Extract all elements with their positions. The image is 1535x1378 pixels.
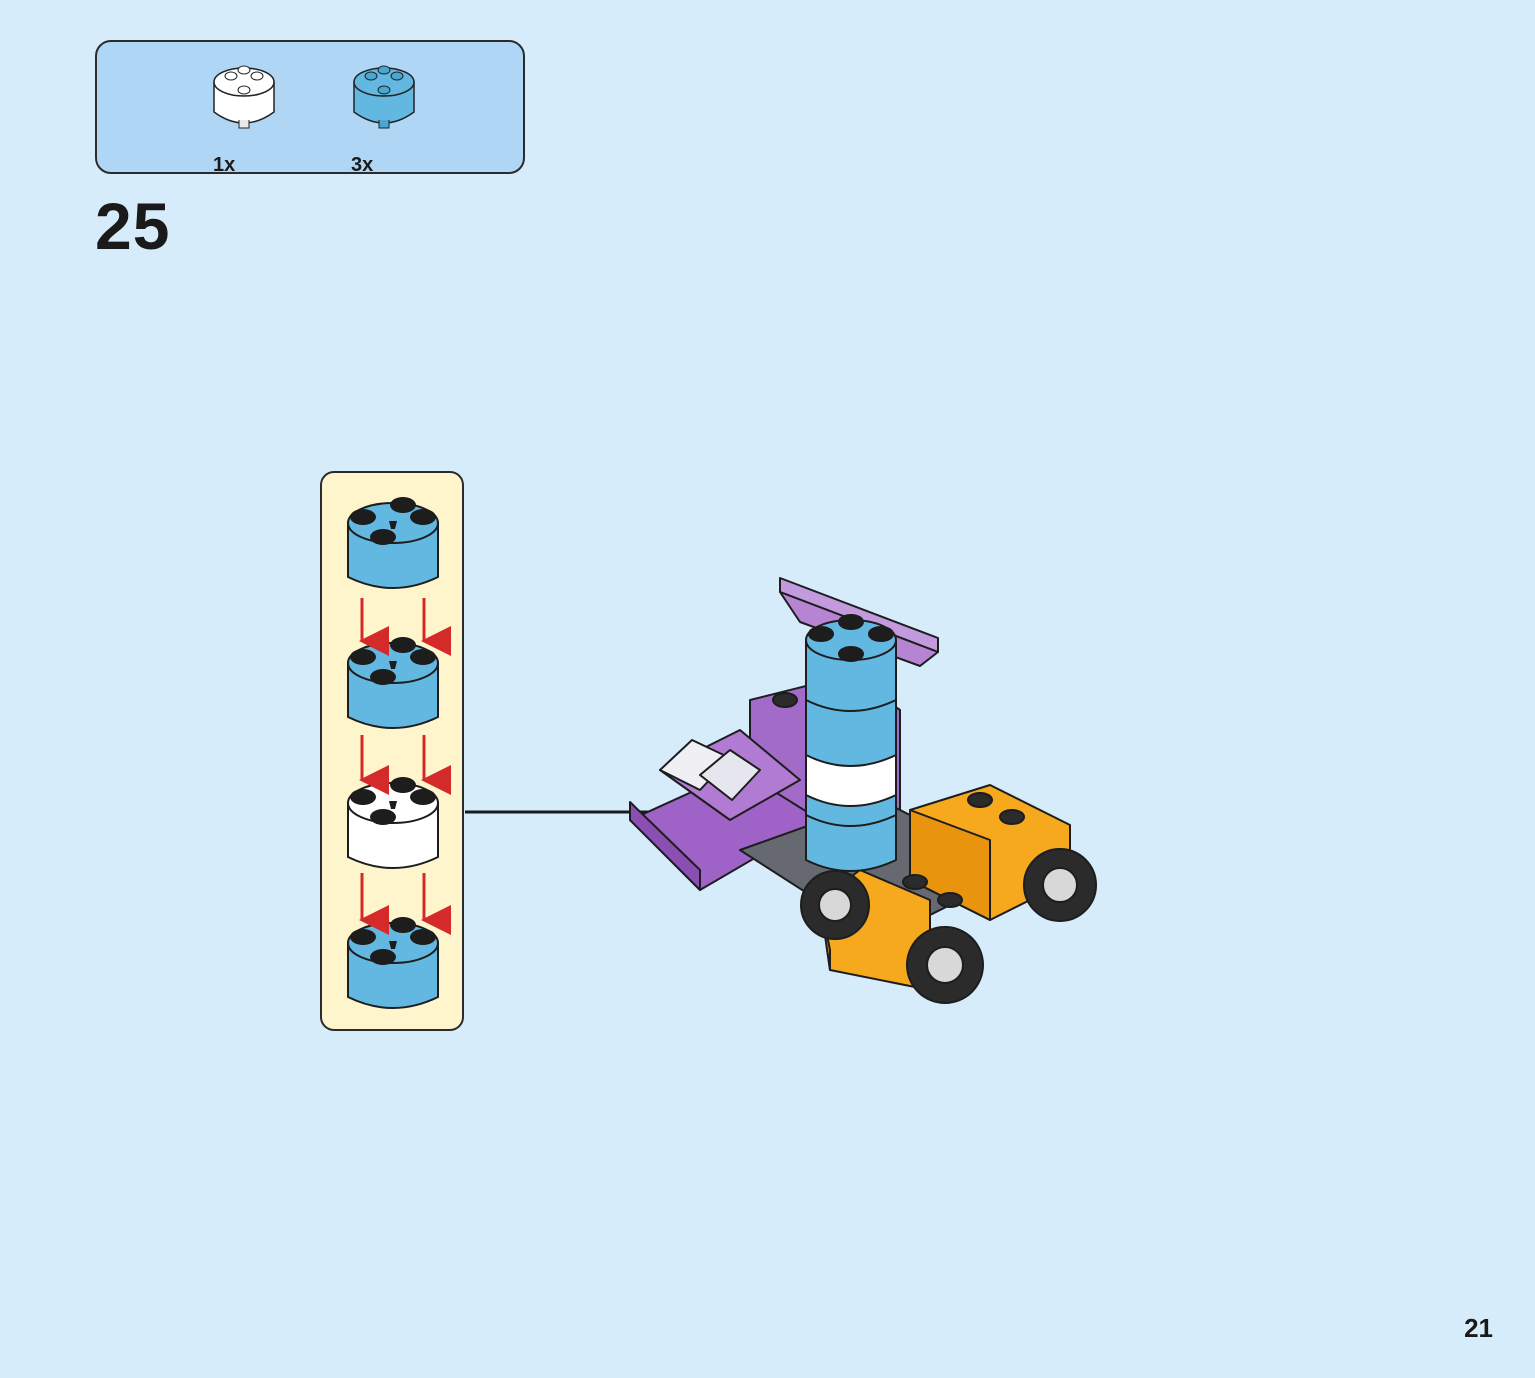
sub-assembly-panel [320, 471, 464, 1031]
insert-arrows [359, 598, 451, 935]
car-model-illustration [629, 577, 1097, 1004]
parts-list-panel: 1x 3x [95, 40, 525, 176]
part-round-brick-azure: 3x [349, 60, 429, 176]
part-round-brick-white: 1x [209, 60, 289, 176]
page-number: 21 [1464, 1313, 1493, 1343]
round-brick-azure-icon [353, 65, 415, 129]
part-qty: 3x [351, 154, 374, 176]
brick-stack-illustration [347, 496, 451, 1009]
part-qty: 1x [213, 154, 236, 176]
round-brick-white-icon [213, 65, 275, 129]
step-number: 25 [95, 189, 171, 263]
